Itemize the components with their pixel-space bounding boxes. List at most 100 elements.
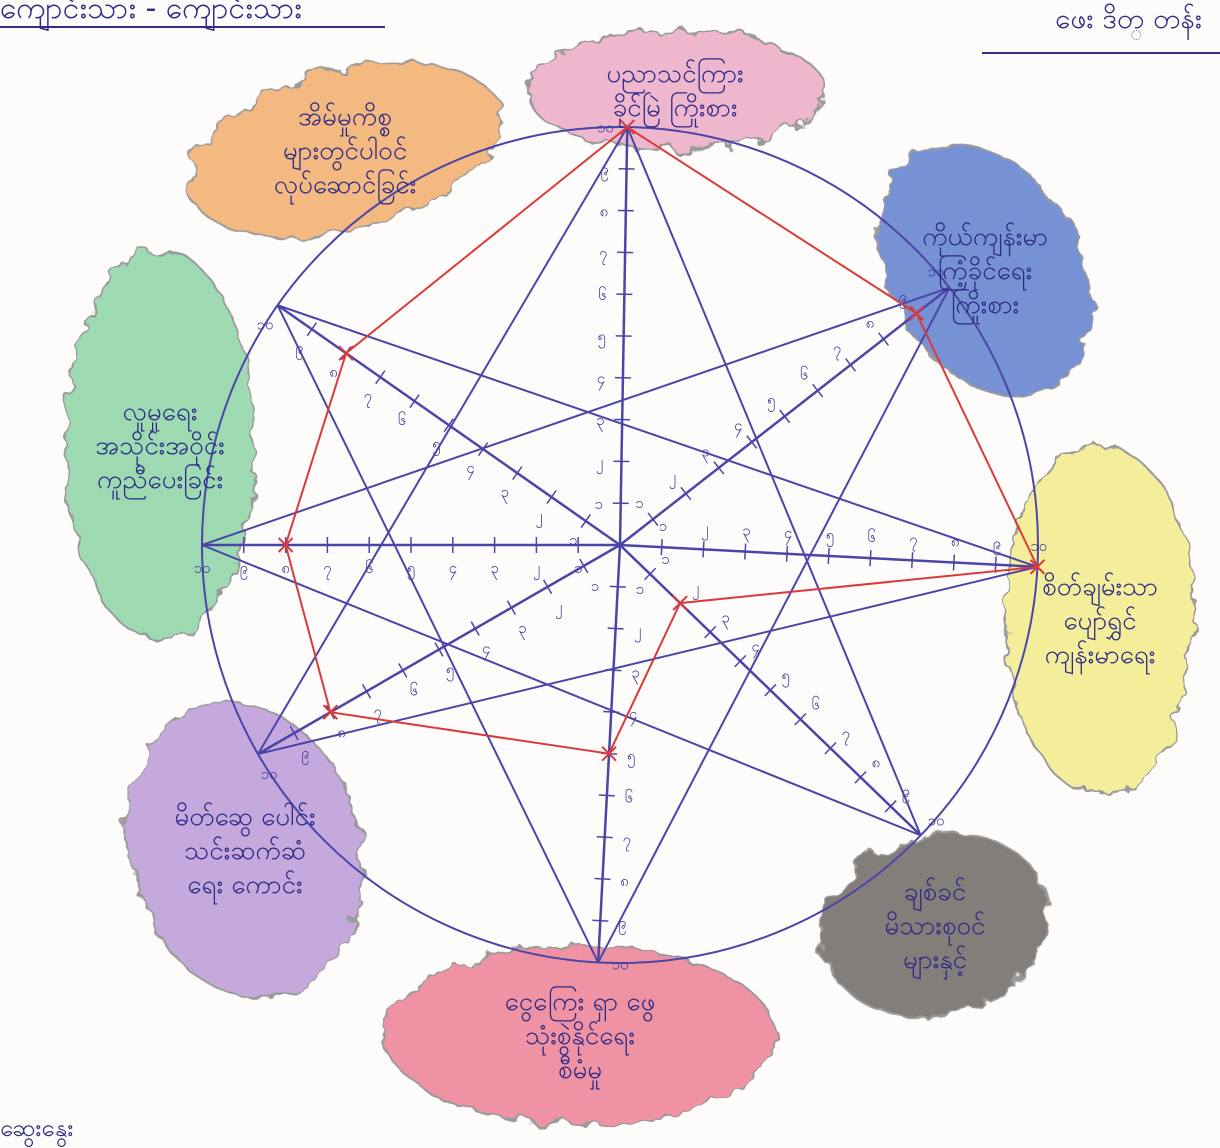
segment-label-line: ကြံ့ခိုင်ရေး (938, 253, 1033, 291)
wheel-tick-label: ၇ (323, 559, 331, 580)
wheel-tick (648, 513, 658, 526)
score-marker (339, 346, 353, 360)
wheel-tick-label: ၇ (599, 244, 607, 265)
segment-label-line: များနှင့် (903, 944, 967, 980)
wheel-tick-label: ၄ (482, 640, 490, 661)
wheel-tick-label: ၇ (909, 530, 917, 551)
segment-label-line: ကျန်းမာရေး (1045, 639, 1156, 675)
segment-label-line: များတွင်ပါဝင် (283, 135, 407, 171)
segment-label-line: ရေး ကောင်း (187, 869, 302, 905)
wheel-tick (307, 323, 316, 336)
segment-label-line: ပညာသင်ကြား (606, 56, 743, 94)
wheel-tick-label: ၆ (410, 681, 418, 699)
wheel-tick-label: ၂ (555, 598, 562, 619)
wheel-tick (507, 601, 515, 615)
wheel-tick-label: ၇ (363, 387, 371, 408)
wheel-tick (581, 514, 590, 527)
wheel-tick-label: ၅ (597, 328, 605, 349)
wheel-tick (745, 544, 746, 560)
wheel-tick-label: ၂ (669, 468, 676, 489)
wheel-tick (703, 541, 704, 557)
segment-label-line: ချစ်ခင် (904, 876, 966, 912)
wheel-tick-label: ၄ (597, 369, 605, 390)
wheel-tick (846, 359, 856, 372)
segment-label-line: ကိုယ်ကျန်းမာ (922, 221, 1048, 257)
wheel-tick-label: ၄ (784, 524, 792, 545)
segment-label-line: ပျော်ရွှင် (1063, 605, 1136, 641)
wheel-tick (410, 395, 419, 408)
wheel-tick-label: ၆ (598, 286, 606, 304)
wheel-tick-label: ၃ (518, 619, 526, 640)
wheel-tick-label: ၄ (449, 559, 457, 580)
wheel-tick (870, 550, 871, 566)
wheel-tick (787, 546, 788, 562)
segment-label-line: ကြိုးစား (951, 287, 1019, 325)
wheel-tick (681, 487, 691, 500)
wheel-tick-label: ၈ (600, 202, 609, 220)
wheel-tick-label: ၁၀ (928, 812, 945, 830)
wheel-tick (780, 410, 790, 423)
segment-label-line: ခိုင်မြဲ ကြိုးစား (613, 90, 738, 128)
wheel-tick (595, 879, 611, 880)
segment-label-line: အသိုင်းအဝိုင်း (95, 430, 225, 466)
wheel-tick-label: ၇ (842, 724, 850, 745)
wheel-tick (608, 628, 624, 629)
wheel-tick (471, 622, 479, 636)
wheel-tick-label: ၁၀ (261, 765, 278, 783)
wheel-tick (954, 555, 955, 571)
wheel-tick-label: ၁၀ (194, 559, 211, 577)
wheel-tick-label: ၁ (659, 517, 667, 535)
wheel-tick-label: ၁ (591, 577, 599, 595)
wheel-tick (599, 795, 615, 796)
wheel-tick-label: ၅ (627, 747, 635, 768)
wheel-tick-label: ၁ (574, 559, 582, 577)
segment-label-bottom-left: မိတ်ဆွေ ပေါင်းသင်းဆက်ဆံရေး ကောင်း (174, 801, 315, 905)
wheel-tick (592, 920, 608, 921)
segment-label-line: မိတ်ဆွေ ပေါင်း (174, 801, 315, 837)
segment-label-line: သင်းဆက်ဆံ (184, 835, 306, 866)
wheel-tick (544, 580, 552, 594)
segment-blobs (65, 30, 1195, 1125)
segment-label-line: စိတ်ချမ်းသာ (1042, 571, 1158, 607)
wheel-tick-label: ၈ (329, 363, 338, 381)
wheel-tick-label: ၂ (634, 622, 641, 643)
segment-label-line: အိမ်မှုကိစ္စ (298, 101, 392, 137)
wheel-tick-label: ၈ (620, 872, 629, 890)
wheel-tick-label: ၁ (661, 550, 669, 568)
wheel-tick-label: ၈ (951, 533, 960, 551)
wheel-tick-label: ၃ (500, 483, 508, 504)
wheel-tick (813, 384, 823, 397)
wheel-tick-label: ၁ (636, 580, 644, 598)
wheel-tick-label: ၁၀ (612, 956, 629, 974)
wheel-tick-label: ၁၀ (257, 315, 274, 333)
wheel-tick-label: ၄ (466, 459, 474, 480)
wheel-tick-label: ၃ (742, 522, 750, 543)
wheel-tick-label: ၃ (631, 663, 639, 684)
wheel-tick-label: ၃ (490, 559, 498, 580)
wheel-tick-label: ၇ (833, 340, 841, 361)
wheel-tick-label: ၁၀ (597, 119, 614, 137)
segment-label-line: စီမံမှု (558, 1054, 602, 1090)
wheel-tick-label: ၁ (569, 531, 577, 549)
wheel-tick-label: ၂ (692, 579, 699, 600)
wheel-tick-label: ၅ (826, 526, 834, 547)
wheel-tick (399, 663, 407, 677)
wheel-tick-label: ၂ (701, 519, 708, 540)
wheel-tick (879, 333, 889, 346)
wheel-tick-label: ၂ (596, 453, 603, 474)
wheel-tick-label: ၅ (767, 391, 775, 412)
wheel-tick (547, 490, 556, 503)
wheel-tick-label: ၉ (301, 744, 309, 765)
wheel-tick-label: ၂ (533, 559, 540, 580)
wheel-tick-label: ၁ (635, 494, 643, 512)
wheel-tick (363, 684, 371, 698)
wheel-tick (376, 371, 385, 384)
wheel-tick-label: ၆ (625, 789, 633, 807)
wheel-tick-label: ၃ (721, 608, 729, 629)
wheel-tick (828, 548, 829, 564)
segment-label-line: သုံးစွဲနိုင်ရေး (525, 1020, 635, 1056)
wheel-tick-label: ၈ (281, 559, 290, 577)
wheel-tick (610, 586, 626, 587)
segment-label-line: လူမှုရေး (123, 397, 198, 432)
